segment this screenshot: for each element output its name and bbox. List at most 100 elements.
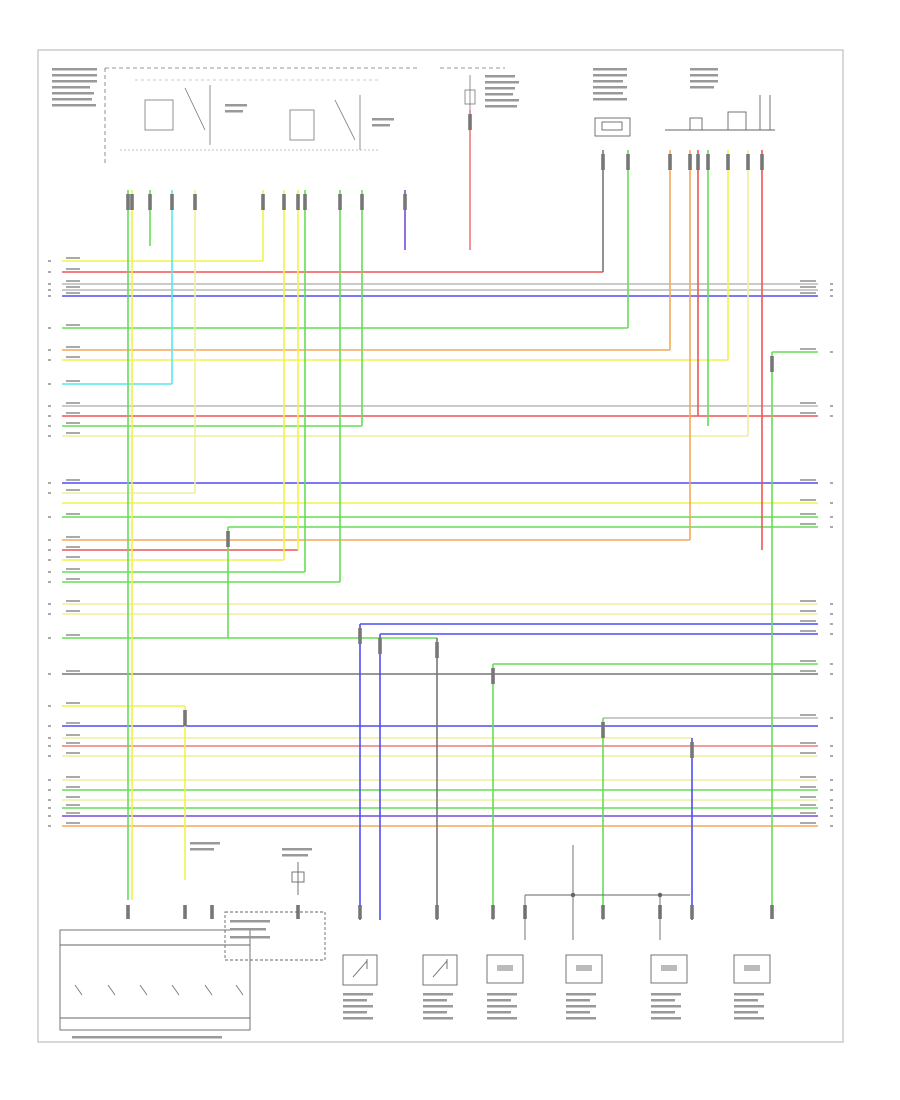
connector-pin bbox=[210, 905, 214, 919]
pin-number-left bbox=[48, 571, 51, 573]
connector-pin bbox=[626, 154, 630, 170]
pin-number-left bbox=[48, 799, 51, 801]
pin-number-left bbox=[48, 415, 51, 417]
lower-components bbox=[342, 954, 771, 1020]
connector-pin bbox=[183, 710, 187, 726]
horizontal-wires bbox=[62, 260, 818, 827]
wire-label-right bbox=[800, 348, 816, 350]
pin-number-left bbox=[48, 745, 51, 747]
pin-number-left bbox=[48, 383, 51, 385]
wire-label-right bbox=[800, 804, 816, 806]
connector-pin bbox=[403, 194, 407, 210]
wire-label-right bbox=[800, 670, 816, 672]
pin-number-left bbox=[48, 283, 51, 285]
pin-number-left bbox=[48, 549, 51, 551]
wire-label-right bbox=[800, 776, 816, 778]
wire-label-left bbox=[66, 786, 80, 788]
pin-number-left bbox=[48, 295, 51, 297]
wire-label-right bbox=[800, 479, 816, 481]
connector-pin bbox=[338, 194, 342, 210]
pin-number-right bbox=[830, 825, 833, 827]
pin-number-left bbox=[48, 673, 51, 675]
pressure-switch bbox=[342, 954, 378, 1020]
wire-label-right bbox=[800, 280, 816, 282]
connector-pin bbox=[378, 638, 382, 654]
wire-label-right bbox=[800, 714, 816, 716]
wire-label-right bbox=[800, 786, 816, 788]
pin-number-left bbox=[48, 815, 51, 817]
wire-label-left bbox=[66, 380, 80, 382]
wire-label-right bbox=[800, 660, 816, 662]
solenoid-feed-bus bbox=[524, 845, 690, 940]
pin-number-right bbox=[830, 717, 833, 719]
wire-label-right bbox=[800, 752, 816, 754]
fuse-block-2 bbox=[440, 67, 505, 115]
pin-number-left bbox=[48, 539, 51, 541]
connector-pin bbox=[130, 194, 134, 210]
connector-pin bbox=[601, 154, 605, 170]
wire-label-left bbox=[66, 479, 80, 481]
wire-label-left bbox=[66, 796, 80, 798]
wire-label-left bbox=[66, 812, 80, 814]
connector-pin bbox=[435, 905, 439, 919]
wire-label-left bbox=[66, 356, 80, 358]
connector-pin bbox=[601, 722, 605, 738]
connector-pin bbox=[706, 154, 710, 170]
wire-label-left bbox=[66, 257, 80, 259]
wire-label-left bbox=[66, 804, 80, 806]
wire-label-left bbox=[66, 670, 80, 672]
wire-label-right bbox=[800, 600, 816, 602]
pin-number-left bbox=[48, 425, 51, 427]
pressure-switch bbox=[422, 954, 458, 1020]
wire-label-left bbox=[66, 412, 80, 414]
pin-number-right bbox=[830, 289, 833, 291]
connector-pin bbox=[296, 194, 300, 210]
wire-label-left bbox=[66, 513, 80, 515]
connector-pin bbox=[726, 154, 730, 170]
wire-label-left bbox=[66, 546, 80, 548]
pin-number-left bbox=[48, 705, 51, 707]
wire-label-right bbox=[800, 630, 816, 632]
connector-pin bbox=[770, 356, 774, 372]
pin-number-right bbox=[830, 789, 833, 791]
connector-pin bbox=[770, 905, 774, 919]
pin-number-right bbox=[830, 779, 833, 781]
wire-connector-pins bbox=[126, 114, 774, 919]
connector-pin bbox=[126, 905, 130, 919]
connector-pin bbox=[746, 154, 750, 170]
connector-pin bbox=[690, 742, 694, 758]
connector-pin bbox=[601, 905, 605, 919]
wire-label-right bbox=[800, 796, 816, 798]
pin-number-left bbox=[48, 435, 51, 437]
wire-label-left bbox=[66, 280, 80, 282]
pin-number-right bbox=[830, 603, 833, 605]
wire-label-right bbox=[800, 412, 816, 414]
pin-number-left bbox=[48, 405, 51, 407]
pin-number-right bbox=[830, 799, 833, 801]
pin-number-right bbox=[830, 807, 833, 809]
wire-label-left bbox=[66, 422, 80, 424]
pin-number-right bbox=[830, 623, 833, 625]
pin-number-left bbox=[48, 482, 51, 484]
wire-label-left bbox=[66, 722, 80, 724]
wire-label-right bbox=[800, 286, 816, 288]
connector-pin bbox=[148, 194, 152, 210]
pin-number-right bbox=[830, 295, 833, 297]
wire-row-labels bbox=[48, 257, 833, 827]
pin-number-left bbox=[48, 725, 51, 727]
wire-label-right bbox=[800, 812, 816, 814]
connector-pin bbox=[261, 194, 265, 210]
wire-label-left bbox=[66, 822, 80, 824]
shift-solenoid bbox=[486, 954, 524, 1020]
pin-number-left bbox=[48, 260, 51, 262]
wire-label-left bbox=[66, 489, 80, 491]
wire-label-right bbox=[800, 620, 816, 622]
connector-pin bbox=[435, 642, 439, 658]
pin-number-right bbox=[830, 415, 833, 417]
wire-label-left bbox=[66, 568, 80, 570]
wire-label-right bbox=[800, 822, 816, 824]
pin-number-left bbox=[48, 327, 51, 329]
wire-label-right bbox=[800, 499, 816, 501]
pin-number-right bbox=[830, 516, 833, 518]
connector-pin bbox=[226, 531, 230, 547]
